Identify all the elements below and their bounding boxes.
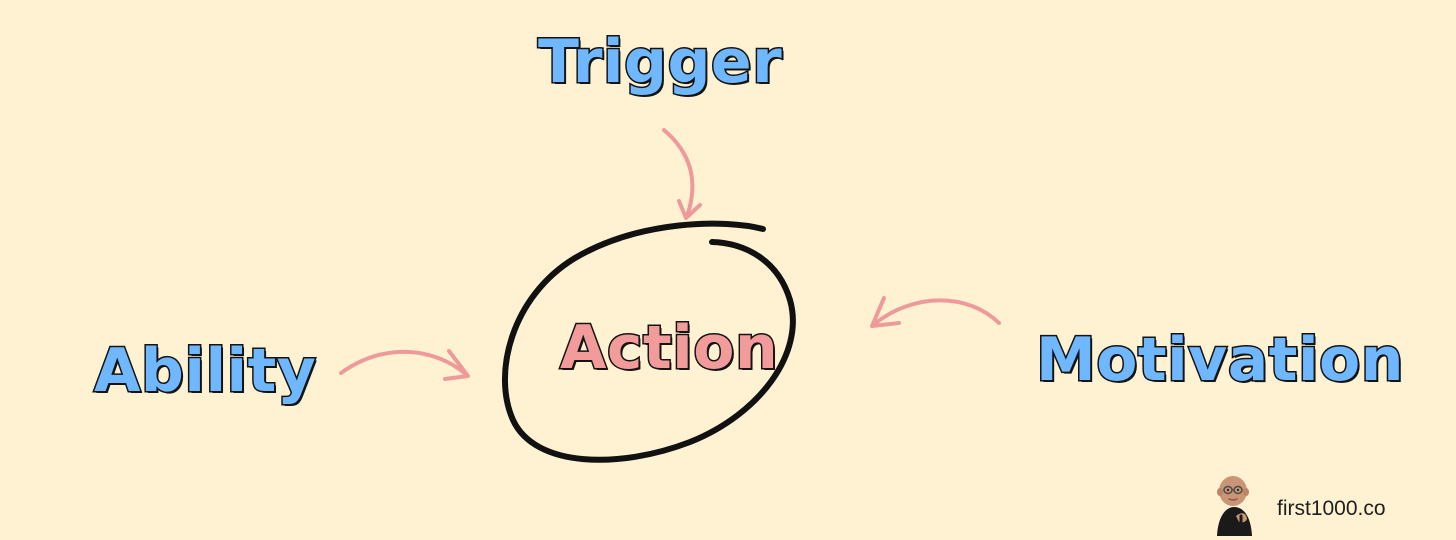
arrow-trigger-to-action	[662, 128, 695, 218]
ability-label: Ability	[92, 336, 317, 406]
character-avatar-icon	[1217, 476, 1252, 536]
arrowhead-trigger-to-action	[677, 199, 702, 220]
brand-site-text: first1000.co	[1277, 497, 1386, 520]
brand-footer: first1000.co	[1210, 474, 1430, 536]
arrowhead-motivation-to-action	[870, 296, 901, 328]
action-label: Action	[558, 313, 779, 383]
arrow-ability-to-action	[339, 349, 469, 377]
motivation-label: Motivation	[1035, 325, 1405, 395]
trigger-label: Trigger	[536, 27, 783, 97]
action-circle	[501, 220, 796, 463]
arrow-motivation-to-action	[871, 298, 1001, 327]
arrowhead-ability-to-action	[443, 349, 470, 381]
